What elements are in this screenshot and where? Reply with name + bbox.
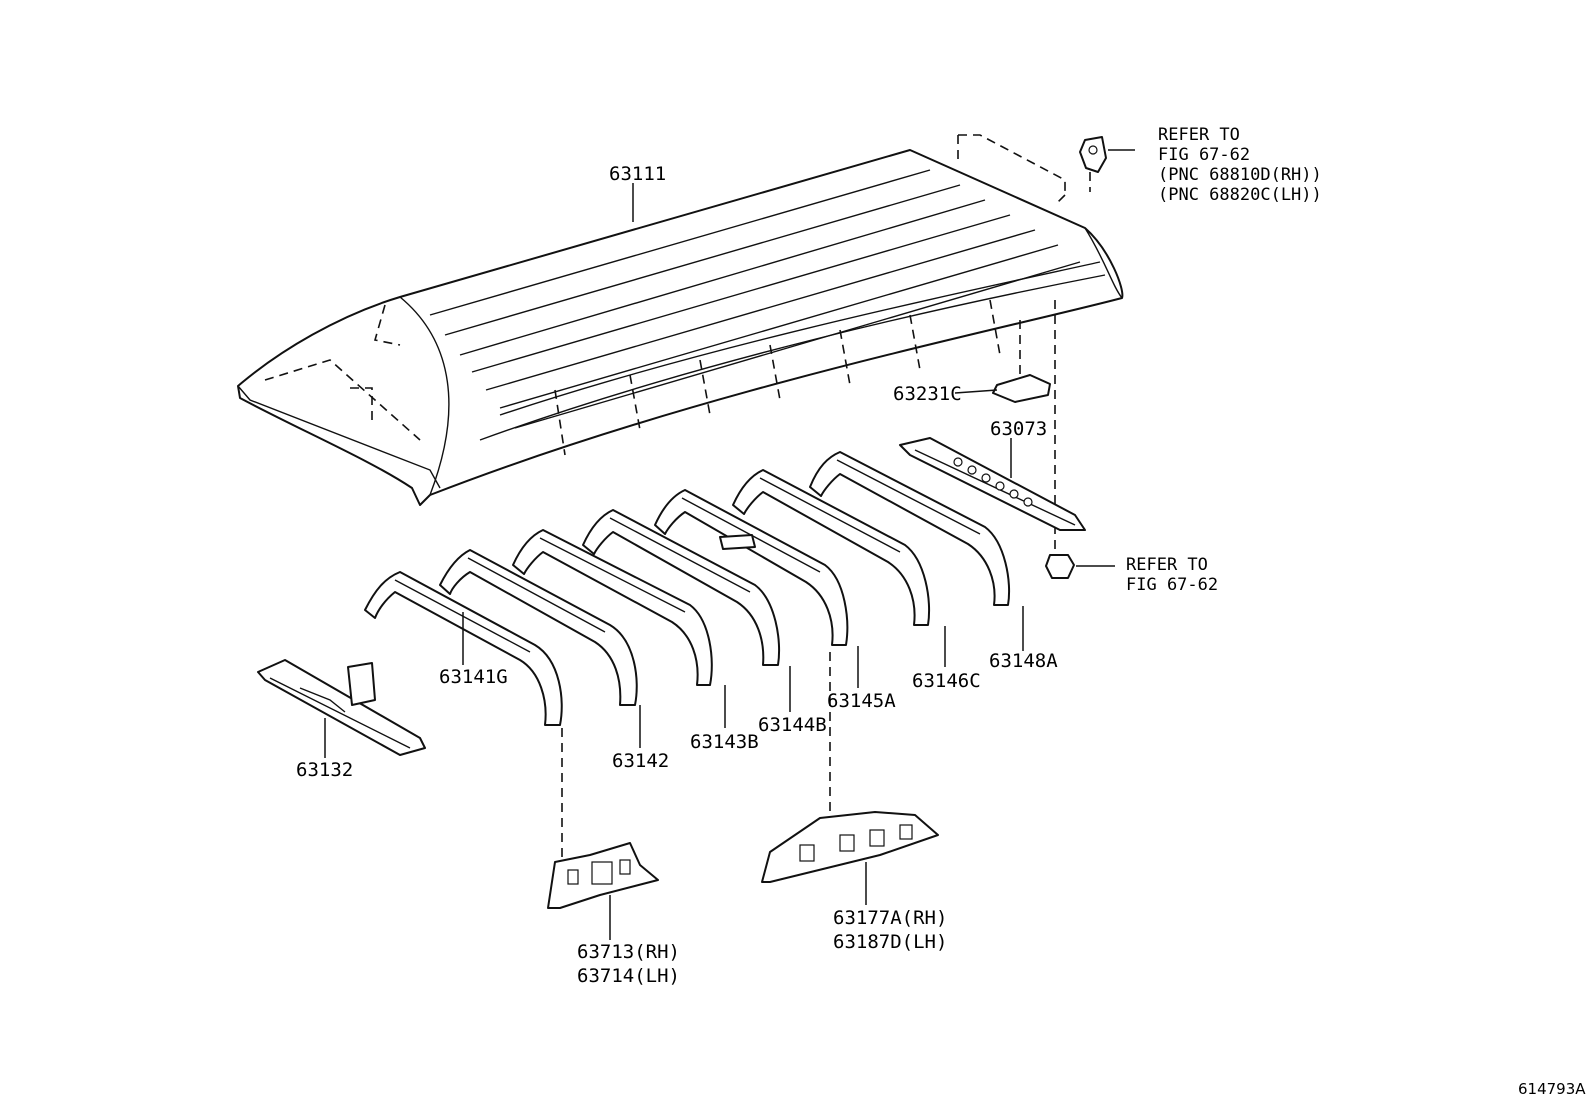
hinge-bracket-icon (1079, 136, 1107, 192)
ref-clip-line-2: FIG 67-62 (1126, 575, 1218, 595)
label-63142: 63142 (612, 750, 669, 772)
pillar-reinforcement-63177a (761, 652, 939, 883)
label-63148a: 63148A (989, 650, 1058, 672)
label-63145a: 63145A (827, 690, 896, 712)
label-63231c: 63231C (893, 383, 962, 405)
clip-icon (1045, 554, 1075, 579)
reference-outline (957, 134, 1066, 206)
bracket-63231c (992, 320, 1051, 403)
roof-panel (237, 149, 1124, 506)
label-63714-lh: 63714(LH) (577, 965, 680, 987)
ref-top-line-1: REFER TO (1158, 125, 1240, 145)
label-63177a-rh: 63177A(RH) (833, 907, 947, 929)
ref-top-line-2: FIG 67-62 (1158, 145, 1250, 165)
ref-top-line-3: (PNC 68810D(RH)) (1158, 165, 1322, 185)
pillar-reinforcement-63713 (547, 728, 659, 909)
figure-id: 614793A (1518, 1080, 1586, 1098)
front-header-63132 (257, 659, 426, 756)
rear-header-63073 (899, 437, 1086, 531)
label-63144b: 63144B (758, 714, 827, 736)
label-63143b: 63143B (690, 731, 759, 753)
reference-note-clip: REFER TO FIG 67-62 (1126, 555, 1218, 595)
label-63141g: 63141G (439, 666, 508, 688)
ref-clip-line-1: REFER TO (1126, 555, 1208, 575)
reference-note-top: REFER TO FIG 67-62 (PNC 68810D(RH)) (PNC… (1158, 125, 1322, 205)
part-labels: 63111 63231C 63073 63141G 63142 63143B 6… (296, 163, 1058, 987)
ref-top-line-4: (PNC 68820C(LH)) (1158, 185, 1322, 205)
label-63187d-lh: 63187D(LH) (833, 931, 947, 953)
label-63713-rh: 63713(RH) (577, 941, 680, 963)
leader-lines (324, 149, 1135, 940)
label-63146c: 63146C (912, 670, 981, 692)
label-63073: 63073 (990, 418, 1047, 440)
label-63132: 63132 (296, 759, 353, 781)
roof-bows (364, 451, 1011, 726)
label-63111: 63111 (609, 163, 666, 185)
